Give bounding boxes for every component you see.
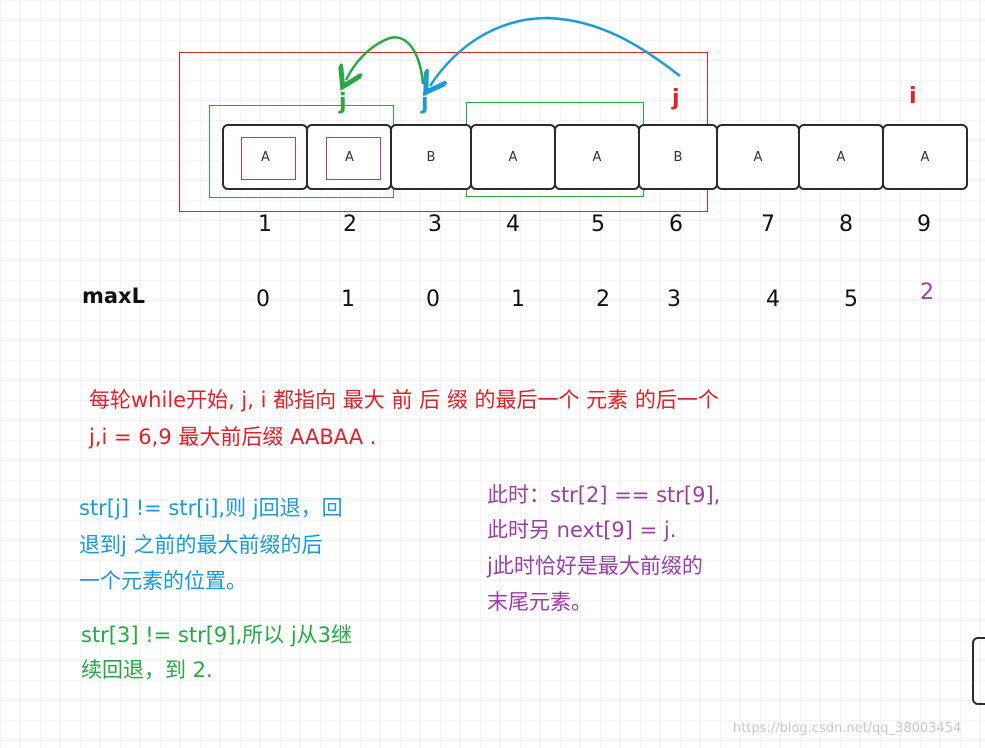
array-cell-4: A: [470, 124, 556, 190]
maxl-value-1: 0: [256, 287, 270, 312]
purple-inner-box-1: [241, 137, 296, 180]
purple-inner-box-2: [326, 137, 381, 180]
purple-note-line-3: j此时恰好是最大前缀的: [487, 554, 703, 578]
green-back-arrow: [346, 36, 425, 84]
clipped-box-edge: [972, 637, 985, 705]
array-cell-5: A: [554, 124, 640, 190]
array-cell-9: A: [882, 124, 968, 190]
maxl-value-5: 2: [596, 287, 610, 312]
maxl-value-2: 1: [341, 287, 355, 312]
index-2: 2: [343, 212, 357, 237]
red-note-line-2: j,i = 6,9 最大前后缀 AABAA .: [89, 425, 377, 449]
array-cell-3: B: [390, 124, 472, 190]
purple-note-line-4: 末尾元素。: [487, 590, 592, 614]
index-7: 7: [761, 212, 775, 237]
watermark: https://blog.csdn.net/qq_38003454: [733, 721, 962, 736]
index-5: 5: [591, 212, 605, 237]
green-note-line-2: 续回退，到 2.: [81, 658, 213, 682]
green-note-line-1: str[3] != str[9],所以 j从3继: [81, 623, 353, 647]
index-1: 1: [258, 212, 272, 237]
array-cell-label-2: A: [345, 150, 354, 165]
blue-note-line-3: 一个元素的位置。: [79, 569, 247, 593]
pointer-j-red: j: [672, 86, 680, 111]
maxl-value-9: 2: [920, 280, 934, 305]
array-cell-label-1: A: [261, 150, 270, 165]
maxl-value-6: 3: [667, 287, 681, 312]
index-6: 6: [669, 212, 683, 237]
pointer-i-red: i: [909, 84, 917, 109]
red-note-line-1: 每轮while开始, j, i 都指向 最大 前 后 缀 的最后一个 元素 的后…: [89, 388, 719, 412]
blue-note-line-1: str[j] != str[i],则 j回退，回: [79, 496, 343, 520]
maxl-label: maxL: [82, 284, 145, 308]
index-4: 4: [506, 212, 520, 237]
pointer-j-green: j: [339, 90, 347, 115]
index-3: 3: [428, 212, 442, 237]
blue-note-line-2: 退到j 之前的最大前缀的后: [79, 533, 323, 557]
maxl-value-3: 0: [426, 287, 440, 312]
maxl-value-8: 5: [844, 287, 858, 312]
index-9: 9: [917, 212, 931, 237]
maxl-value-4: 1: [511, 287, 525, 312]
purple-note-line-1: 此时：str[2] == str[9],: [487, 483, 721, 507]
index-8: 8: [839, 212, 853, 237]
maxl-value-7: 4: [766, 287, 780, 312]
pointer-j-blue: j: [421, 90, 429, 115]
array-cell-8: A: [798, 124, 884, 190]
blue-back-arrow: [430, 16, 681, 86]
purple-note-line-2: 此时另 next[9] = j.: [487, 518, 677, 542]
